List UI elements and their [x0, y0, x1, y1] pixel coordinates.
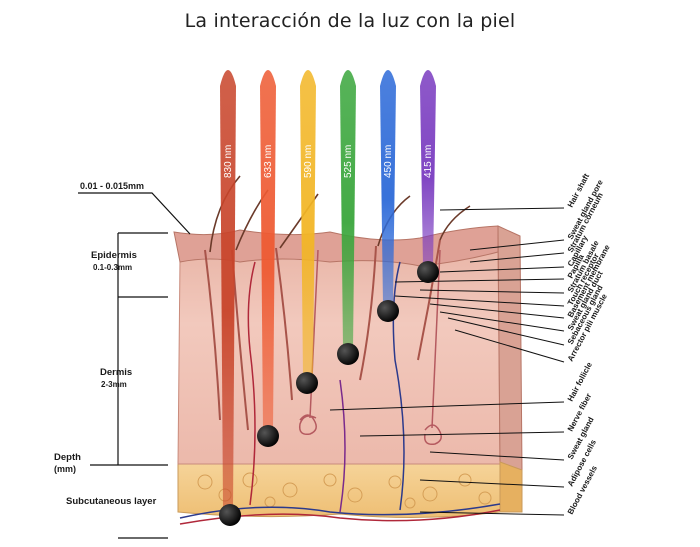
leader-line: [447, 317, 565, 346]
leader-line: [419, 479, 565, 488]
depth-label: Depth: [54, 452, 81, 463]
beam-wavelength-label: 450 nm: [383, 145, 394, 178]
penetration-point-450nm: [377, 300, 399, 322]
page-title: La interacción de la luz con la piel: [184, 10, 516, 32]
leader-line: [439, 266, 565, 273]
stratum-thickness-label: 0.01 - 0.015mm: [80, 181, 144, 191]
light-beam-590nm: 590 nm: [300, 70, 316, 377]
light-beam-633nm: 633 nm: [260, 70, 276, 430]
penetration-point-633nm: [257, 425, 279, 447]
epidermis-label: Epidermis: [91, 250, 137, 261]
beam-wavelength-label: 415 nm: [423, 145, 434, 178]
subcutaneous-label: Subcutaneous layer: [66, 496, 157, 507]
leader-line: [329, 401, 565, 411]
structure-label: Blood vessels: [566, 464, 599, 516]
leader-line: [394, 295, 565, 307]
light-beam-415nm: 415 nm: [420, 70, 436, 266]
beam-wavelength-label: 633 nm: [263, 145, 274, 178]
epidermis-depth-label: 0.1-0.3mm: [93, 263, 132, 272]
light-beam-525nm: 525 nm: [340, 70, 356, 348]
light-beams: 830 nm 633 nm 590 nm 525 nm 450 nm 415 nm: [220, 70, 436, 509]
leader-line: [429, 303, 565, 319]
light-beam-450nm: 450 nm: [380, 70, 396, 305]
beam-wavelength-label: 830 nm: [223, 145, 234, 178]
beam-wavelength-label: 525 nm: [343, 145, 354, 178]
penetration-points: [219, 261, 439, 526]
light-beam-830nm: 830 nm: [220, 70, 236, 509]
right-leader-lines: [329, 207, 565, 516]
penetration-point-415nm: [417, 261, 439, 283]
leader-line: [394, 278, 565, 283]
beam-wavelength-label: 590 nm: [303, 145, 314, 178]
leader-line: [469, 252, 565, 263]
penetration-point-590nm: [296, 372, 318, 394]
depth-unit-label: (mm): [54, 464, 76, 474]
dermis-depth-label: 2-3mm: [101, 380, 127, 389]
leader-line: [429, 451, 565, 461]
leader-line: [439, 207, 565, 211]
leader-line: [359, 431, 565, 437]
leader-line: [419, 511, 565, 516]
leader-line: [454, 329, 565, 363]
penetration-point-525nm: [337, 343, 359, 365]
penetration-point-830nm: [219, 504, 241, 526]
dermis-label: Dermis: [100, 367, 132, 378]
left-annotations: [78, 192, 191, 539]
left-labels: 0.01 - 0.015mm Epidermis 0.1-0.3mm Dermi…: [54, 181, 157, 507]
leader-line: [469, 239, 565, 251]
leader-line: [419, 289, 565, 294]
leader-line: [439, 311, 565, 332]
